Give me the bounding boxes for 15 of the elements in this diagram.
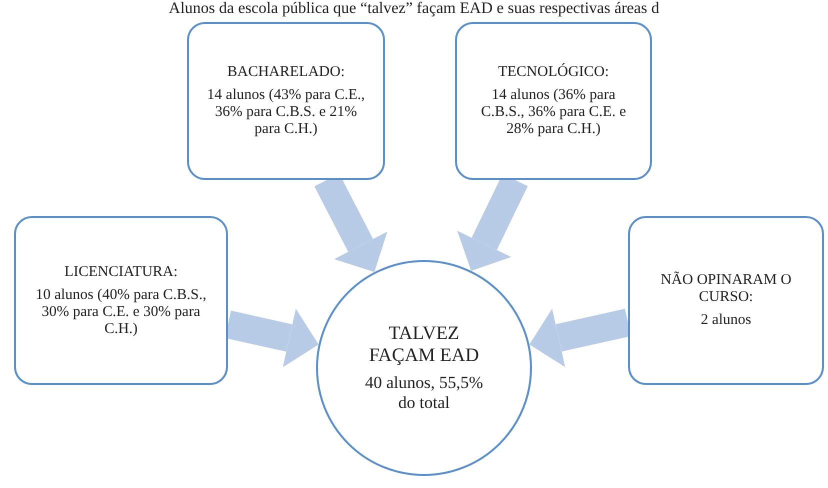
node-heading: LICENCIATURA: xyxy=(64,264,178,280)
node-heading: TALVEZ FAÇAM EAD xyxy=(368,323,480,367)
node-text: 2 alunos xyxy=(700,312,752,329)
category-box xyxy=(14,216,228,385)
node-heading: BACHARELADO: xyxy=(227,64,345,81)
node-text: 14 alunos (36% para C.B.S., 36% para C.E. e 28% para C.H.) xyxy=(480,87,627,138)
category-box xyxy=(187,22,385,180)
node-heading: TECNOLÓGICO: xyxy=(498,64,609,81)
node-text: 10 alunos (40% para C.B.S., 30% para C.E. e 30% para C.H.) xyxy=(34,286,208,338)
node-text: 40 alunos, 55,5% do total xyxy=(364,373,484,413)
category-box xyxy=(628,216,824,385)
node-heading: NÃO OPINARAM O CURSO: xyxy=(660,272,792,306)
title: Alunos da escola pública que “talvez” façam EAD e suas respectivas áreas d xyxy=(168,0,660,18)
category-box xyxy=(455,22,652,180)
node-text: 14 alunos (43% para C.E., 36% para C.B.S. e 21% para C.H.) xyxy=(207,87,365,138)
